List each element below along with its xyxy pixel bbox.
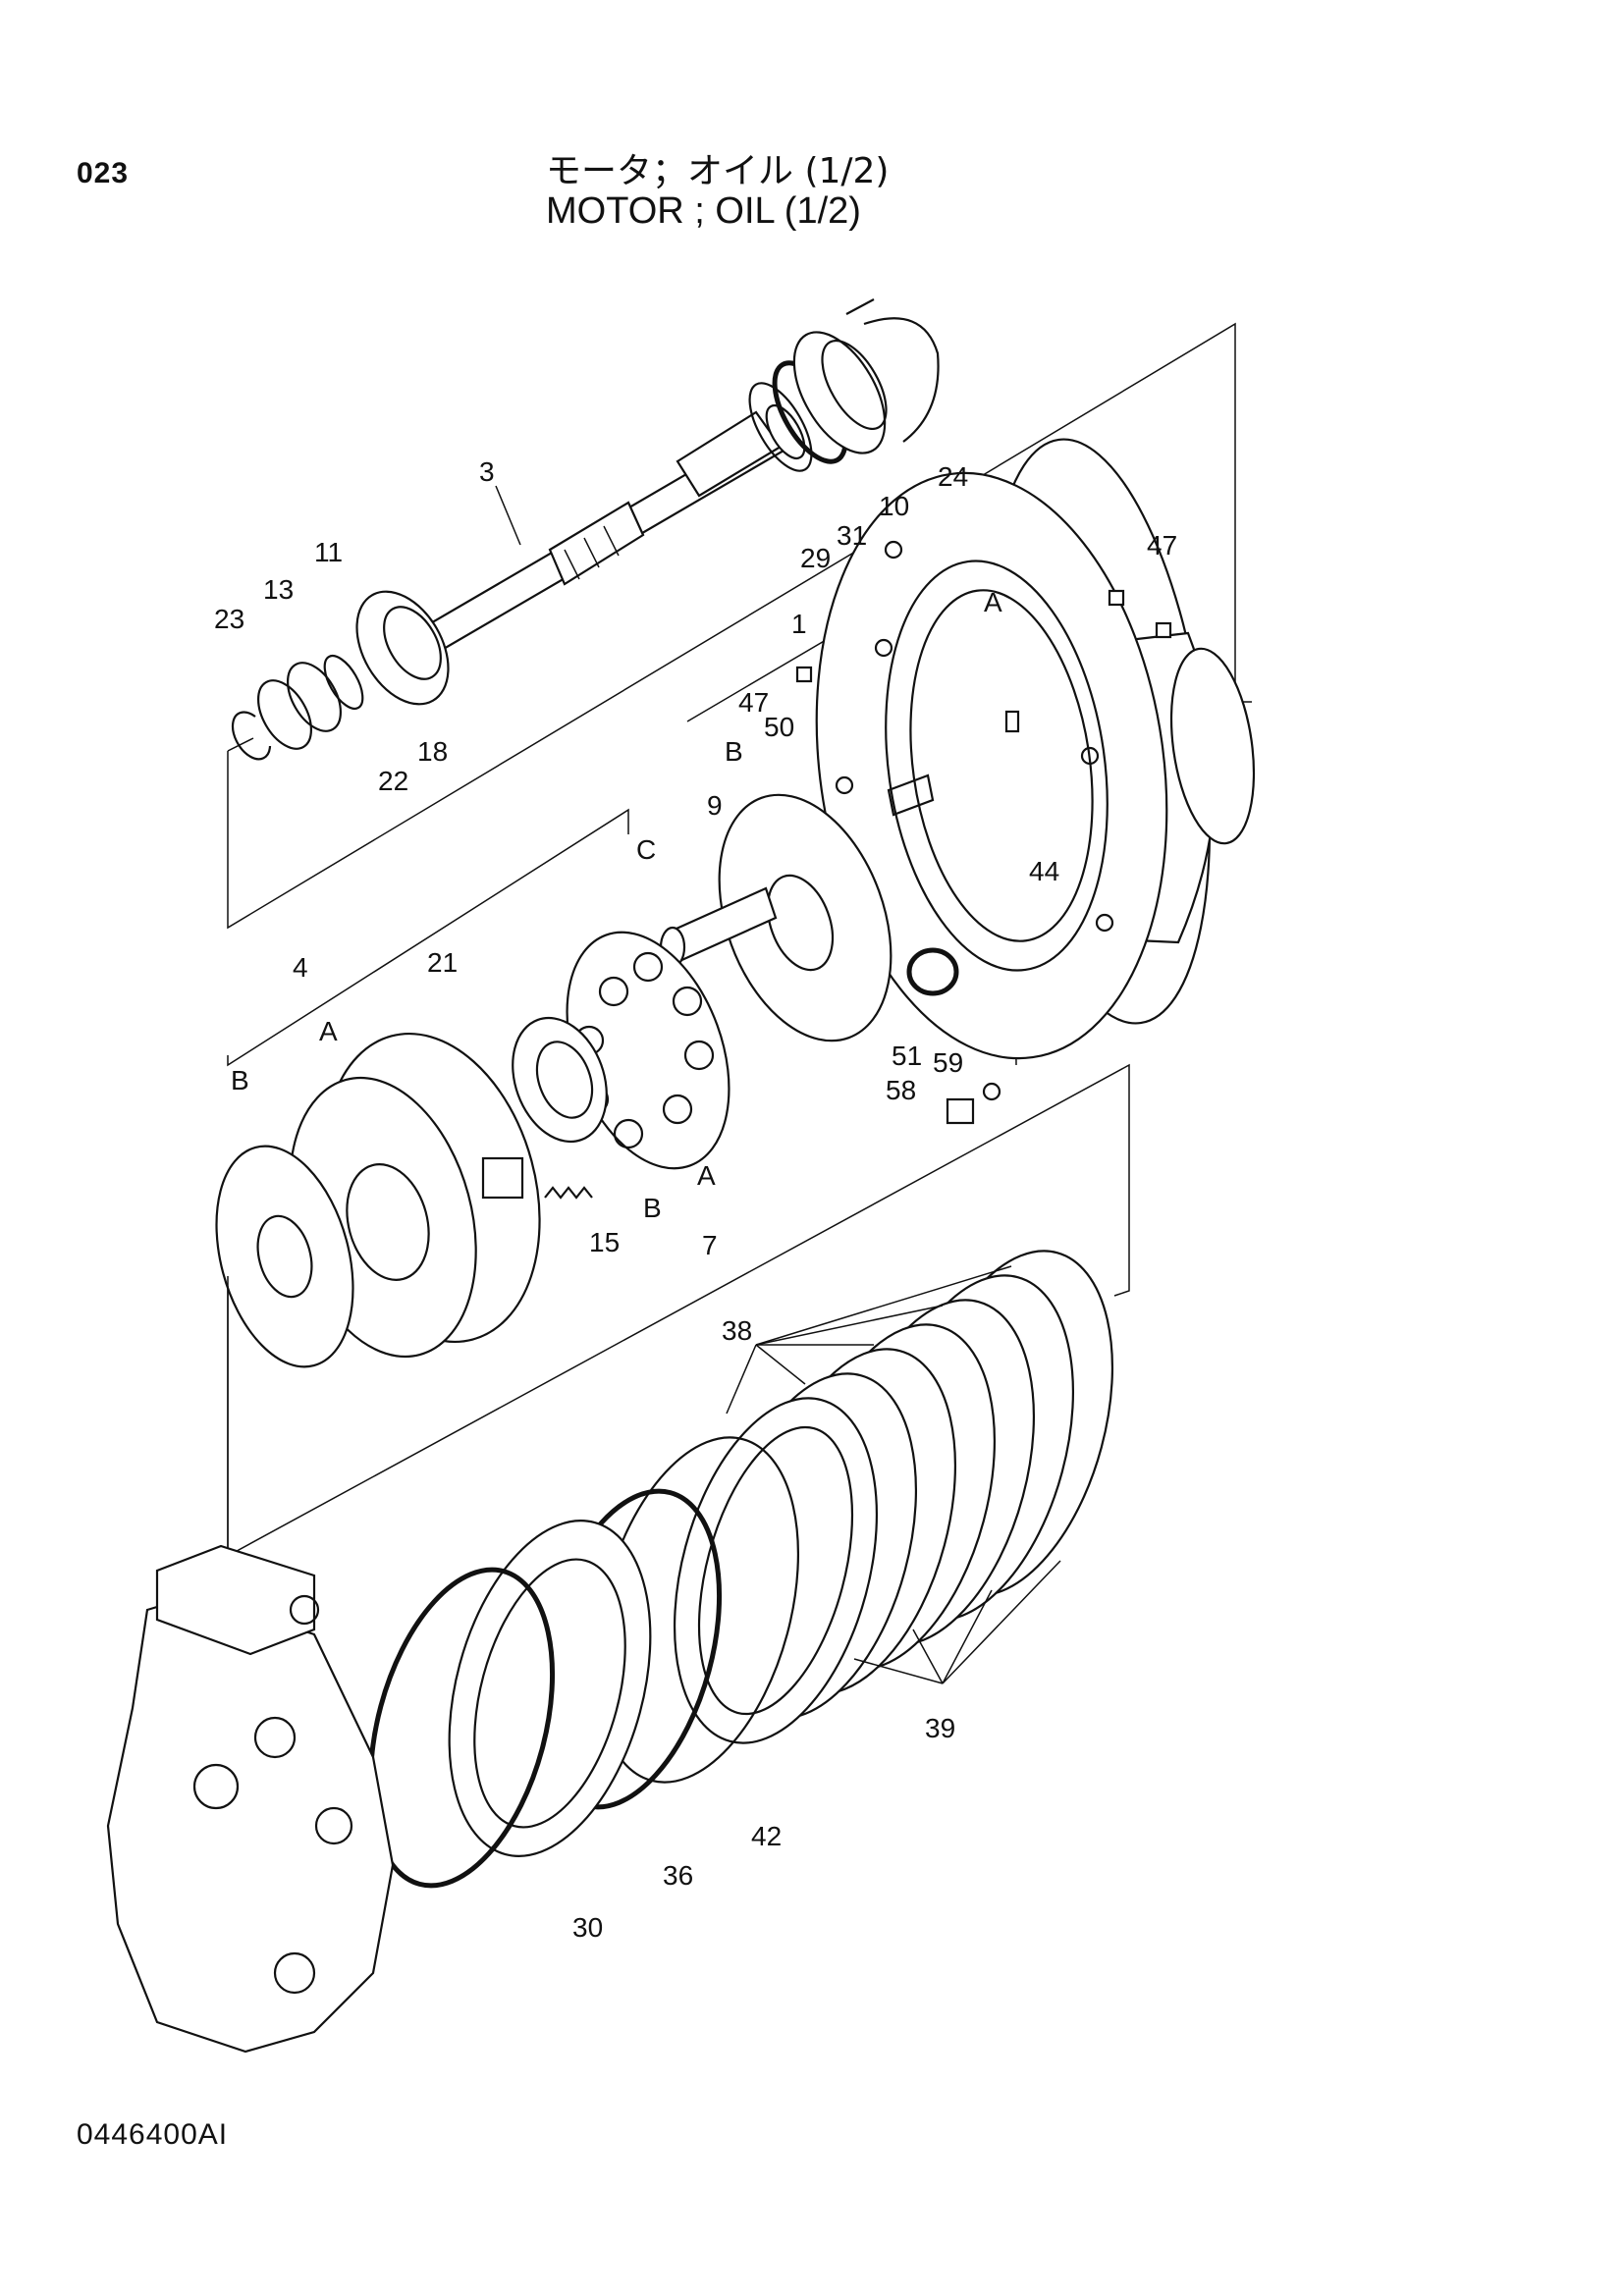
callout-label: B [643, 1193, 662, 1223]
seal-set [748, 298, 940, 472]
motor-casing [106, 1544, 395, 2054]
callout-label: A [319, 1016, 338, 1046]
callout-label: 51 [892, 1041, 922, 1071]
motor-housing [815, 438, 1256, 1060]
callout-label: 39 [925, 1713, 955, 1743]
callout-label: B [725, 736, 743, 767]
callout-label: 18 [417, 736, 448, 767]
callout-label: 42 [751, 1821, 782, 1851]
callout-label: 50 [764, 712, 794, 742]
cam-plate [659, 793, 893, 1042]
retainer-plate [512, 931, 730, 1170]
callout-label: 36 [663, 1860, 693, 1891]
title-japanese: モータ；オイル (1/2) [546, 151, 890, 191]
callout-label: 1 [791, 609, 807, 639]
brake-disc-stack [673, 1250, 1114, 1744]
callout-label: 15 [589, 1227, 620, 1257]
callout-label: C [636, 834, 656, 865]
callout-label: 58 [886, 1075, 916, 1105]
callout-label: 22 [378, 766, 408, 796]
snap-ring [231, 711, 272, 761]
callout-label: 44 [1029, 856, 1059, 886]
callout-label: 9 [707, 790, 723, 821]
callout-label: 59 [933, 1047, 963, 1078]
callout-label: 4 [293, 952, 308, 983]
callout-label: 11 [314, 537, 343, 567]
callout-label: 21 [427, 947, 458, 978]
callout-label: 23 [214, 604, 244, 634]
collar [256, 662, 343, 750]
callout-label: 38 [722, 1315, 752, 1346]
callout-label: A [984, 587, 1002, 617]
callout-label: 24 [938, 461, 968, 492]
o-ring-30 [367, 1567, 556, 1889]
valve-plate [215, 1145, 354, 1368]
ring-22 [323, 654, 364, 711]
page-number: 023 [77, 157, 130, 189]
leader-lines-discs [726, 1265, 1061, 1684]
title-english: MOTOR ; OIL (1/2) [546, 190, 861, 232]
callout-label: 7 [702, 1230, 718, 1260]
callout-label: 10 [879, 491, 909, 521]
callout-label: 13 [263, 574, 294, 605]
callout-label: B [231, 1065, 249, 1095]
callout-label: 47 [738, 687, 769, 718]
callout-label: 30 [572, 1912, 603, 1943]
document-code: 0446400AI [77, 2118, 229, 2151]
small-fittings [795, 589, 1172, 1125]
callout-labels: 3 11 13 23 22 18 29 31 10 24 47 A 1 47 5… [214, 456, 1177, 1943]
spring [544, 1186, 593, 1200]
bearing [355, 590, 450, 706]
callout-label: 3 [479, 456, 495, 487]
callout-label: A [697, 1160, 716, 1191]
callout-label: 31 [837, 520, 867, 551]
output-shaft [420, 403, 806, 655]
callout-label: 29 [800, 543, 831, 573]
callout-label: 47 [1147, 530, 1177, 561]
